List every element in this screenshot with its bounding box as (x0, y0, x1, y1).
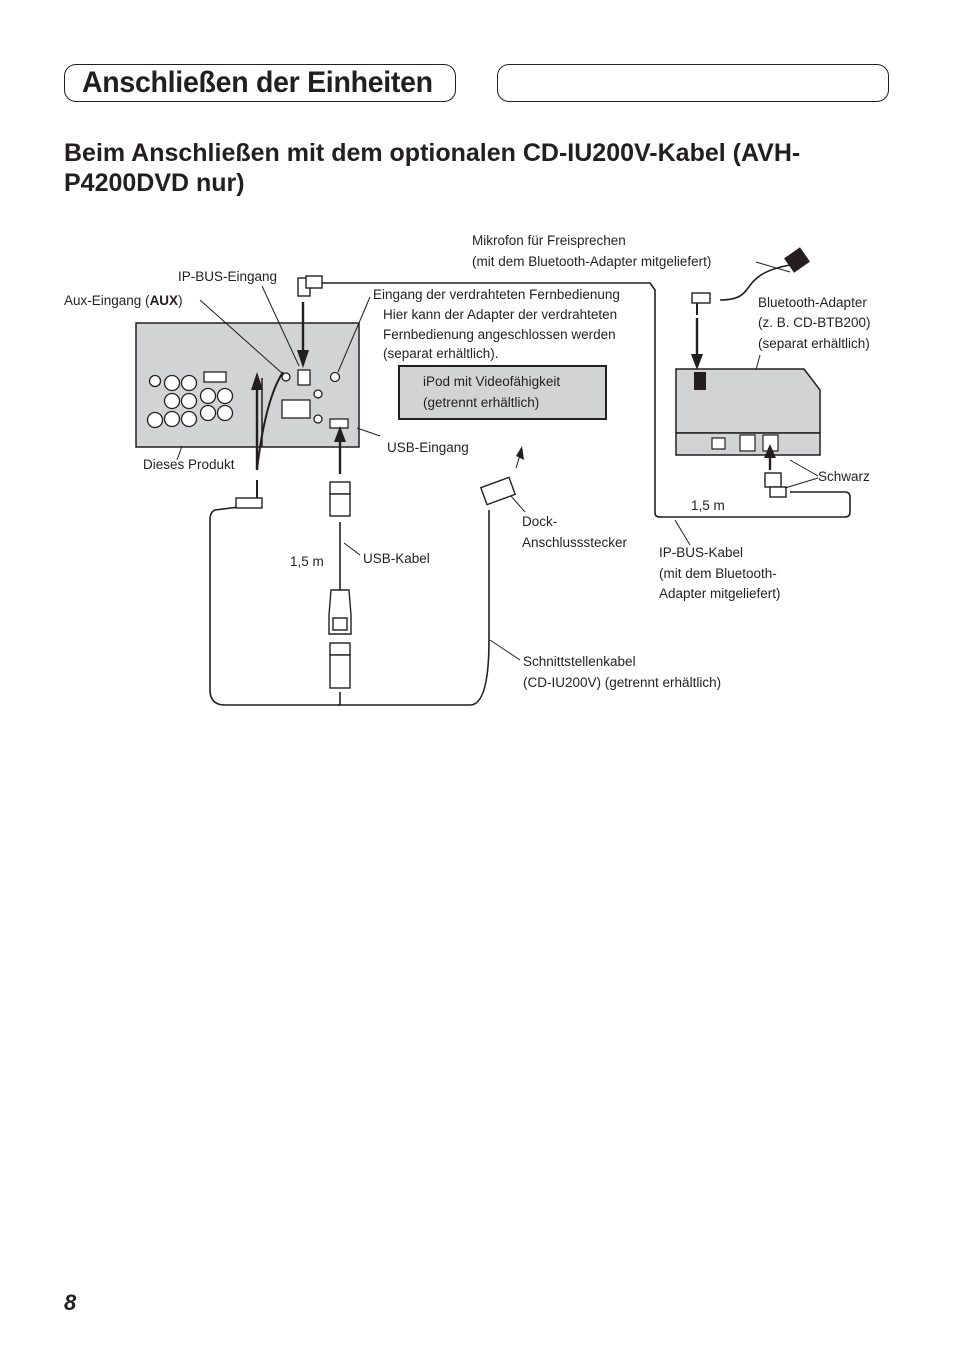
schnittstelle-label-2: (CD-IU200V) (getrennt erhältlich) (523, 675, 722, 690)
bluetooth-adapter (675, 368, 821, 456)
section-title: Anschließen der Einheiten (82, 66, 433, 99)
ipbus-eingang-label: IP-BUS-Eingang (178, 269, 278, 284)
section-tab (64, 64, 456, 102)
head-unit-rear (135, 322, 360, 448)
mikrofon-label-2: (mit dem Bluetooth-Adapter mitgeliefert) (472, 254, 712, 269)
bluetooth-label-2: (z. B. CD-BTB200) (758, 315, 871, 330)
ipbus-kabel-label-2: (mit dem Bluetooth- (659, 566, 777, 581)
bluetooth-label-3: (separat erhältlich) (758, 336, 870, 351)
page-number: 8 (64, 1290, 77, 1315)
ipod-label-2: (getrennt erhältlich) (423, 395, 540, 410)
aux-eingang-label: Aux-Eingang (AUX) (64, 293, 183, 308)
ipbus-length-label: 1,5 m (691, 498, 725, 513)
usb-length-label: 1,5 m (290, 554, 324, 569)
usb-kabel-label: USB-Kabel (363, 551, 430, 566)
ipod-box (398, 365, 607, 420)
ipod-label-1: iPod mit Videofähigkeit (423, 374, 561, 389)
fernbedienung-label-4: (separat erhältlich). (383, 346, 499, 361)
dock-label-1: Dock- (522, 514, 558, 529)
empty-tab (497, 64, 889, 102)
dieses-produkt-label: Dieses Produkt (143, 457, 235, 472)
fernbedienung-label-1: Eingang der verdrahteten Fernbedienung (373, 287, 620, 302)
schnittstelle-label-1: Schnittstellenkabel (523, 654, 636, 669)
schwarz-label: Schwarz (818, 469, 870, 484)
fernbedienung-label-2: Hier kann der Adapter der verdrahteten (383, 307, 618, 322)
usb-eingang-label: USB-Eingang (387, 440, 469, 455)
bluetooth-label-1: Bluetooth-Adapter (758, 295, 867, 310)
ipbus-kabel-label-1: IP-BUS-Kabel (659, 545, 744, 560)
page-heading: Beim Anschließen mit dem optionalen CD-I… (64, 139, 801, 197)
ipbus-kabel-label-3: Adapter mitgeliefert) (659, 586, 781, 601)
mikrofon-label-1: Mikrofon für Freisprechen (472, 233, 626, 248)
fernbedienung-label-3: Fernbedienung angeschlossen werden (383, 327, 616, 342)
dock-label-2: Anschlussstecker (522, 535, 628, 550)
